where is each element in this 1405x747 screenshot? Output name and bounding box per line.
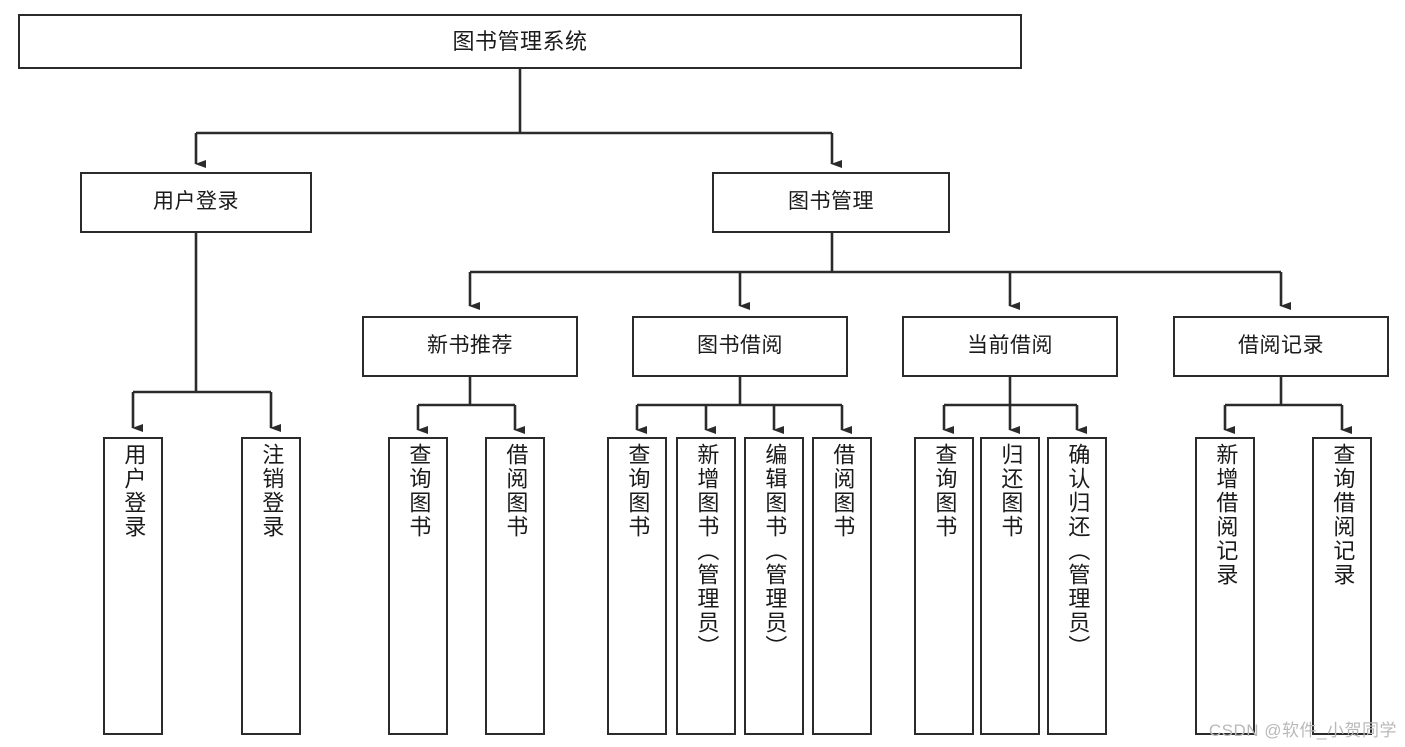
node-leaf-add-book-admin[interactable]: 新增图书（管理员） (676, 437, 736, 735)
node-label: 借阅记录 (1238, 334, 1324, 358)
node-leaf-add-borrow-record[interactable]: 新增借阅记录 (1195, 437, 1255, 735)
node-new-book-recommend[interactable]: 新书推荐 (362, 316, 578, 377)
node-label: 用户登录 (121, 443, 147, 539)
node-root-book-management-system[interactable]: 图书管理系统 (18, 14, 1022, 69)
node-label: 借阅图书 (830, 443, 856, 539)
node-leaf-query-book-current[interactable]: 查询图书 (914, 437, 974, 735)
node-label: 归还图书 (998, 443, 1024, 539)
node-label: 新书推荐 (427, 334, 513, 358)
node-label: 新增借阅记录 (1213, 443, 1239, 587)
node-label: 用户登录 (153, 190, 239, 214)
node-label: 确认归还（管理员） (1065, 443, 1091, 659)
node-label: 图书管理系统 (452, 28, 588, 54)
node-leaf-user-login[interactable]: 用户登录 (103, 437, 163, 735)
node-label: 图书管理 (788, 190, 874, 214)
node-leaf-query-book-recommend[interactable]: 查询图书 (388, 437, 448, 735)
node-leaf-edit-book-admin[interactable]: 编辑图书（管理员） (744, 437, 804, 735)
node-book-management[interactable]: 图书管理 (712, 172, 950, 233)
node-label: 注销登录 (259, 443, 285, 539)
node-label: 新增图书（管理员） (694, 443, 720, 659)
node-leaf-query-book-borrow[interactable]: 查询图书 (607, 437, 667, 735)
node-label: 查询图书 (932, 443, 958, 539)
node-borrow-record[interactable]: 借阅记录 (1173, 316, 1389, 377)
node-label: 图书借阅 (697, 334, 783, 358)
node-leaf-borrow-book-recommend[interactable]: 借阅图书 (485, 437, 545, 735)
node-leaf-user-logout[interactable]: 注销登录 (241, 437, 301, 735)
node-user-login[interactable]: 用户登录 (80, 172, 312, 233)
node-label: 查询借阅记录 (1330, 443, 1356, 587)
node-label: 当前借阅 (967, 334, 1053, 358)
node-leaf-return-book[interactable]: 归还图书 (980, 437, 1040, 735)
node-leaf-confirm-return-admin[interactable]: 确认归还（管理员） (1047, 437, 1107, 735)
node-leaf-borrow-book[interactable]: 借阅图书 (812, 437, 872, 735)
node-label: 借阅图书 (503, 443, 529, 539)
node-leaf-query-borrow-record[interactable]: 查询借阅记录 (1312, 437, 1372, 735)
node-current-borrow[interactable]: 当前借阅 (902, 316, 1118, 377)
node-label: 查询图书 (625, 443, 651, 539)
watermark-text: CSDN @软件_小贺同学 (1208, 721, 1397, 740)
node-label: 查询图书 (406, 443, 432, 539)
node-label: 编辑图书（管理员） (762, 443, 788, 659)
node-book-borrow[interactable]: 图书借阅 (632, 316, 848, 377)
